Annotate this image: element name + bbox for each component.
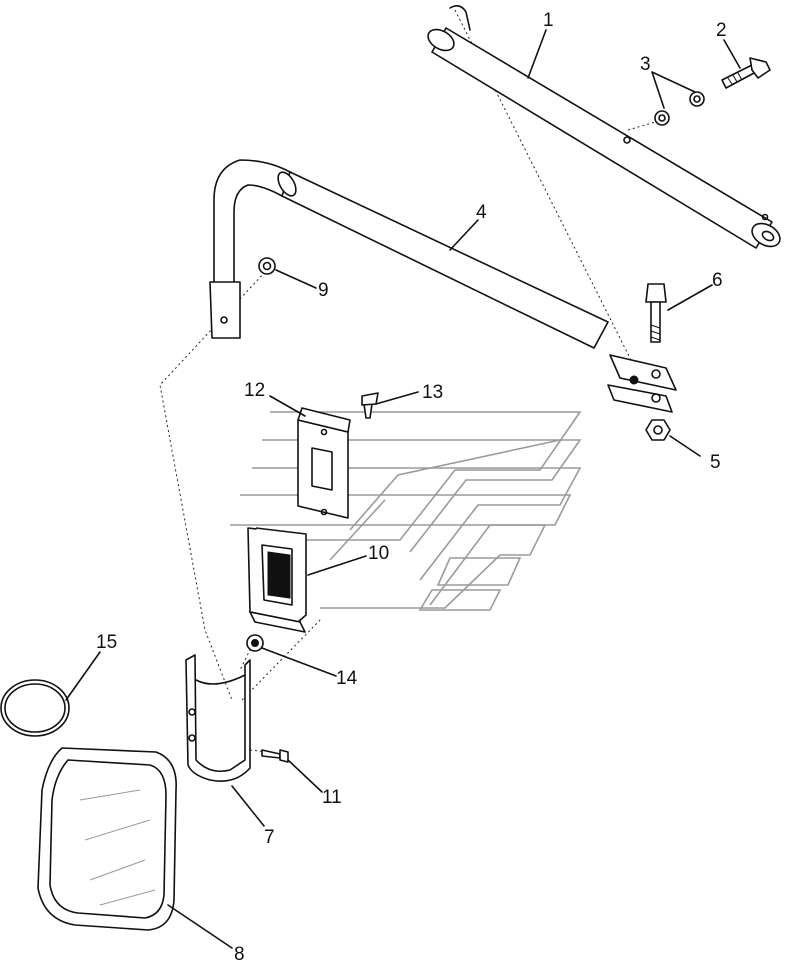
nut (645, 419, 671, 441)
callout-5: 5 (710, 452, 721, 473)
callout-3: 3 (640, 54, 651, 75)
mirror-arm (209, 159, 677, 413)
callout-2: 2 (716, 20, 727, 41)
callout-7: 7 (264, 827, 275, 848)
callout-4: 4 (476, 202, 487, 223)
callout-13: 13 (422, 382, 443, 403)
clamp-screw (261, 749, 289, 763)
gasket-ring (0, 679, 70, 737)
lock-nut (246, 634, 264, 652)
callout-labels: 1 2 3 4 5 6 7 8 9 10 11 12 13 14 15 (96, 10, 727, 965)
upper-mounting-tube (427, 4, 781, 249)
callout-10: 10 (368, 543, 389, 564)
callout-14: 14 (336, 668, 358, 689)
callout-1: 1 (543, 10, 554, 31)
callout-9: 9 (318, 280, 329, 301)
arm-nut (258, 257, 276, 275)
screw-top (361, 392, 379, 419)
bolt (721, 57, 771, 89)
callout-8: 8 (234, 944, 245, 965)
pivot-bolt (645, 283, 667, 343)
leader-lines (65, 29, 741, 949)
mirror-clamp (185, 654, 251, 782)
mirror-head (37, 747, 177, 931)
callout-12: 12 (244, 380, 265, 401)
washers (654, 91, 705, 126)
callout-6: 6 (712, 270, 723, 291)
cover-plate (297, 407, 351, 519)
callout-11: 11 (322, 787, 342, 808)
cab-panel-outline (230, 411, 582, 611)
callout-15: 15 (96, 632, 117, 653)
mounting-bracket (247, 527, 307, 633)
